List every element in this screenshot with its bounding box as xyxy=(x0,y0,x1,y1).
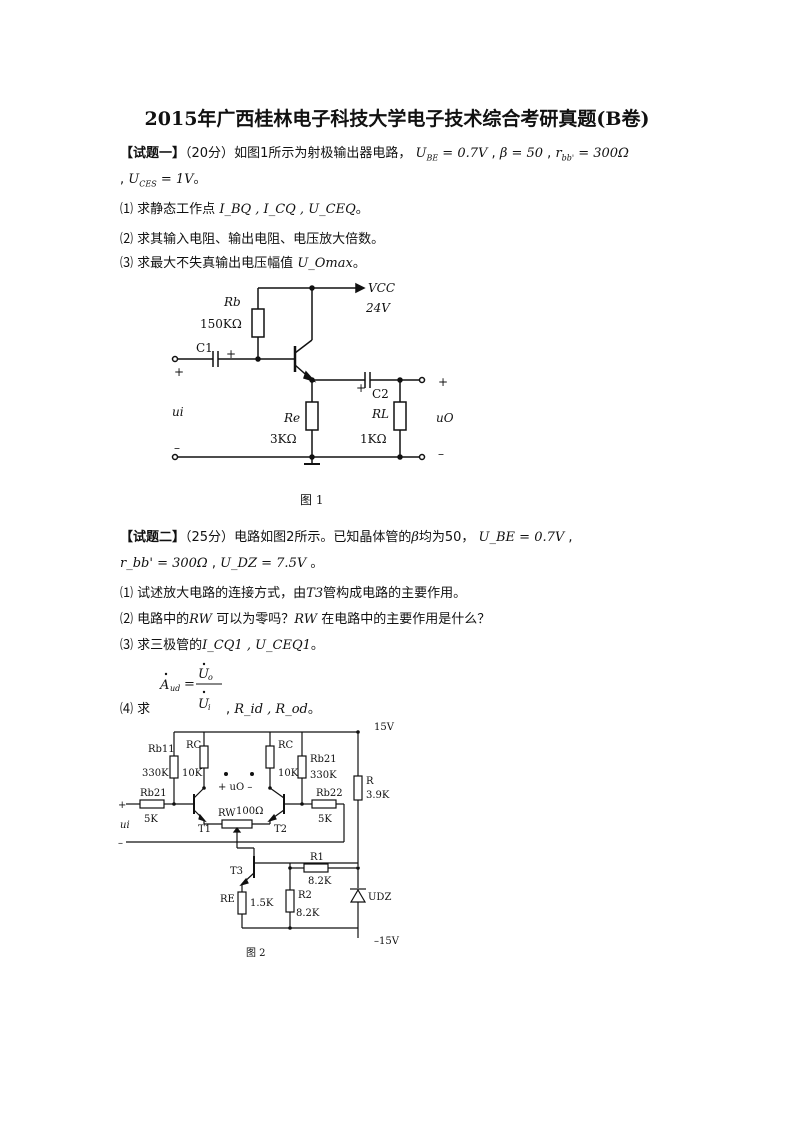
page-title: 2015年广西桂林电子科技大学电子技术综合考研真题(B卷) xyxy=(144,108,650,130)
q1-line2: , UCES = 1V。 xyxy=(120,172,207,189)
fig2-r-val: 3.9K xyxy=(366,790,390,801)
fig2-r: R xyxy=(366,776,374,787)
fig2-r2-val: 8.2K xyxy=(296,908,320,919)
q2-head: 【试题二】 xyxy=(120,530,186,545)
gain-formula: A ud = U o U i xyxy=(159,662,222,712)
q1-head: 【试题一】 xyxy=(120,146,186,161)
fig2-rc-l: RC xyxy=(186,740,202,751)
svg-text:U: U xyxy=(198,667,210,682)
fig1-re: Re xyxy=(283,411,300,425)
q1-beta: β = 50 xyxy=(499,146,544,161)
q1-item1: ⑴ 求静态工作点 I_BQ , I_CQ , U_CEQ。 xyxy=(120,202,369,217)
fig2-rw: RW xyxy=(218,808,236,819)
q2-udz: U_DZ = 7.5V xyxy=(220,556,307,571)
fig2-t1: T1 xyxy=(198,824,211,835)
q1-uces: UCES = 1V xyxy=(128,172,194,189)
q1-points: （20分） xyxy=(185,146,235,161)
q2-item4-vars: , R_id , R_od。 xyxy=(226,702,321,717)
fig1-re-val: 3KΩ xyxy=(270,432,297,446)
q2-item2: ⑵ 电路中的RW 可以为零吗？RW 在电路中的主要作用是什么？ xyxy=(120,612,491,627)
svg-text:o: o xyxy=(208,673,213,682)
fig1-c2-plus: + xyxy=(356,381,366,395)
q1-item1-vars: I_BQ , I_CQ , U_CEQ xyxy=(219,202,356,217)
q2-ube: U_BE = 0.7V xyxy=(478,530,565,545)
fig1-uo: uO xyxy=(436,411,454,425)
svg-text:ud: ud xyxy=(170,684,180,693)
fig1-out-plus: + xyxy=(438,375,448,389)
fig1-vcc: VCC xyxy=(368,281,395,295)
fig2-rb21-r: Rb21 xyxy=(310,754,337,765)
fig1-c1-plus: + xyxy=(226,347,236,361)
fig2-rb21-r-val: 330K xyxy=(310,770,337,781)
fig1-rb: Rb xyxy=(223,295,241,309)
fig2-in-plus: + xyxy=(118,800,126,811)
q1-item2: ⑵ 求其输入电阻、输出电阻、电压放大倍数。 xyxy=(120,232,385,247)
fig2-r2: R2 xyxy=(298,890,312,901)
fig2-caption: 图 2 xyxy=(246,947,266,959)
fig2-udz: UDZ xyxy=(368,892,391,903)
figure-2-circuit: 15V –15V Rb11 330K RC 10K RC 10K Rb21 33… xyxy=(118,722,400,959)
fig1-rl-val: 1KΩ xyxy=(360,432,387,446)
svg-text:=: = xyxy=(184,677,195,692)
fig1-rb-val: 150KΩ xyxy=(200,317,242,331)
figure-1-circuit: VCC 24V Rb 150KΩ C1 + + C2 Re 3KΩ RL 1KΩ… xyxy=(171,281,454,507)
fig2-rb21-l: Rb21 xyxy=(140,788,167,799)
q2-rbb: r_bb' = 300Ω xyxy=(120,556,208,571)
fig1-caption: 图 1 xyxy=(300,493,323,507)
q1-line1: 【试题一】（20分）如图1所示为射极输出器电路， UBE = 0.7V , β … xyxy=(120,146,629,163)
fig2-rb21-l-val: 5K xyxy=(144,814,158,825)
fig2-t3: T3 xyxy=(230,866,243,877)
svg-text:i: i xyxy=(208,703,211,712)
fig2-in-minus: – xyxy=(118,838,123,849)
q1-item3-var: U_Omax xyxy=(297,256,353,271)
fig2-rb11: Rb11 xyxy=(148,744,175,755)
fig2-v-bot: –15V xyxy=(374,936,400,947)
fig2-re-val: 1.5K xyxy=(250,898,274,909)
svg-text:A: A xyxy=(159,678,169,693)
q2-item4: ⑷ 求 xyxy=(120,702,151,717)
fig2-rb22: Rb22 xyxy=(316,788,343,799)
fig2-r1-val: 8.2K xyxy=(308,876,332,887)
q1-intro: 如图1所示为射极输出器电路， xyxy=(234,146,412,161)
fig1-ui: ui xyxy=(172,405,184,419)
fig2-re: RE xyxy=(220,894,235,905)
q2-beta: β xyxy=(411,530,419,545)
fig1-vcc-val: 24V xyxy=(365,301,391,315)
svg-text:U: U xyxy=(198,697,210,712)
q2-line1: 【试题二】（25分）电路如图2所示。已知晶体管的β均为50， U_BE = 0.… xyxy=(120,530,573,545)
q1-ube: UBE = 0.7V xyxy=(415,146,488,163)
fig2-r1: R1 xyxy=(310,852,324,863)
q2-line2: r_bb' = 300Ω , U_DZ = 7.5V 。 xyxy=(120,556,324,571)
q2-item3: ⑶ 求三极管的I_CQ1 , U_CEQ1。 xyxy=(120,638,324,653)
fig2-rc-l-val: 10K xyxy=(182,768,203,779)
fig2-t2: T2 xyxy=(274,824,287,835)
fig1-rl: RL xyxy=(371,407,389,421)
fig2-rc-r: RC xyxy=(278,740,294,751)
fig2-rc-r-val: 10K xyxy=(278,768,299,779)
fig2-rb22-val: 5K xyxy=(318,814,332,825)
fig2-uo: + uO – xyxy=(218,782,252,793)
fig1-in-plus: + xyxy=(174,365,184,379)
fig1-out-minus: – xyxy=(438,447,444,461)
q1-item3: ⑶ 求最大不失真输出电压幅值 U_Omax。 xyxy=(120,256,366,271)
fig2-rb11-val: 330K xyxy=(142,768,169,779)
q2-item1: ⑴ 试述放大电路的连接方式，由T3管构成电路的主要作用。 xyxy=(120,586,467,601)
fig1-in-minus: – xyxy=(174,441,180,455)
fig1-c2: C2 xyxy=(372,387,389,401)
fig1-c1: C1 xyxy=(196,341,213,355)
fig2-ui: ui xyxy=(120,820,130,831)
fig2-rw-val: 100Ω xyxy=(236,806,263,817)
q1-rbb: rbb' = 300Ω xyxy=(555,146,629,163)
fig2-v-top: 15V xyxy=(374,722,395,733)
